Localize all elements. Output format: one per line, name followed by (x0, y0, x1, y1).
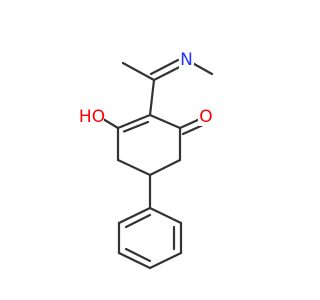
bond-ring-c2-c1 (148, 113, 182, 130)
nitrogen-label: N (180, 50, 193, 70)
keto-oxygen-atom: O (198, 107, 214, 127)
atom-labels: N O HO (79, 50, 214, 127)
bond-keto-double (178, 117, 202, 130)
bond-ring-c2-c3-inner (122, 120, 150, 133)
bond-ring-c6-c5 (148, 158, 182, 177)
molecule-structure-drawing: N O HO (79, 50, 214, 270)
bond-n-methyl (190, 61, 214, 76)
bond-phenyl-3 (148, 251, 183, 270)
bond-imine-ring (148, 78, 156, 117)
bond-c-n-double-inner (149, 58, 180, 76)
bond-phenyl-inner-b (124, 247, 152, 263)
bond-keto-double-inner (181, 123, 205, 136)
bond-c-methyl (121, 61, 156, 82)
bond-phenyl-1 (148, 206, 183, 225)
hydroxyl-label: HO (79, 107, 105, 127)
keto-oxygen-label: O (199, 107, 212, 127)
bond-ring-c2-c3 (116, 113, 152, 130)
bond-phenyl-4 (117, 251, 152, 270)
bond-layer (101, 58, 214, 270)
hydroxyl-atom: HO (79, 107, 105, 127)
bond-phenyl-inner-c (124, 213, 152, 229)
bond-c-n-double (152, 64, 183, 82)
bond-ring-c4-c5 (116, 158, 152, 177)
bond-phenyl-6 (117, 206, 152, 225)
nitrogen-atom: N (179, 50, 194, 70)
bond-c3-oh (101, 117, 120, 130)
